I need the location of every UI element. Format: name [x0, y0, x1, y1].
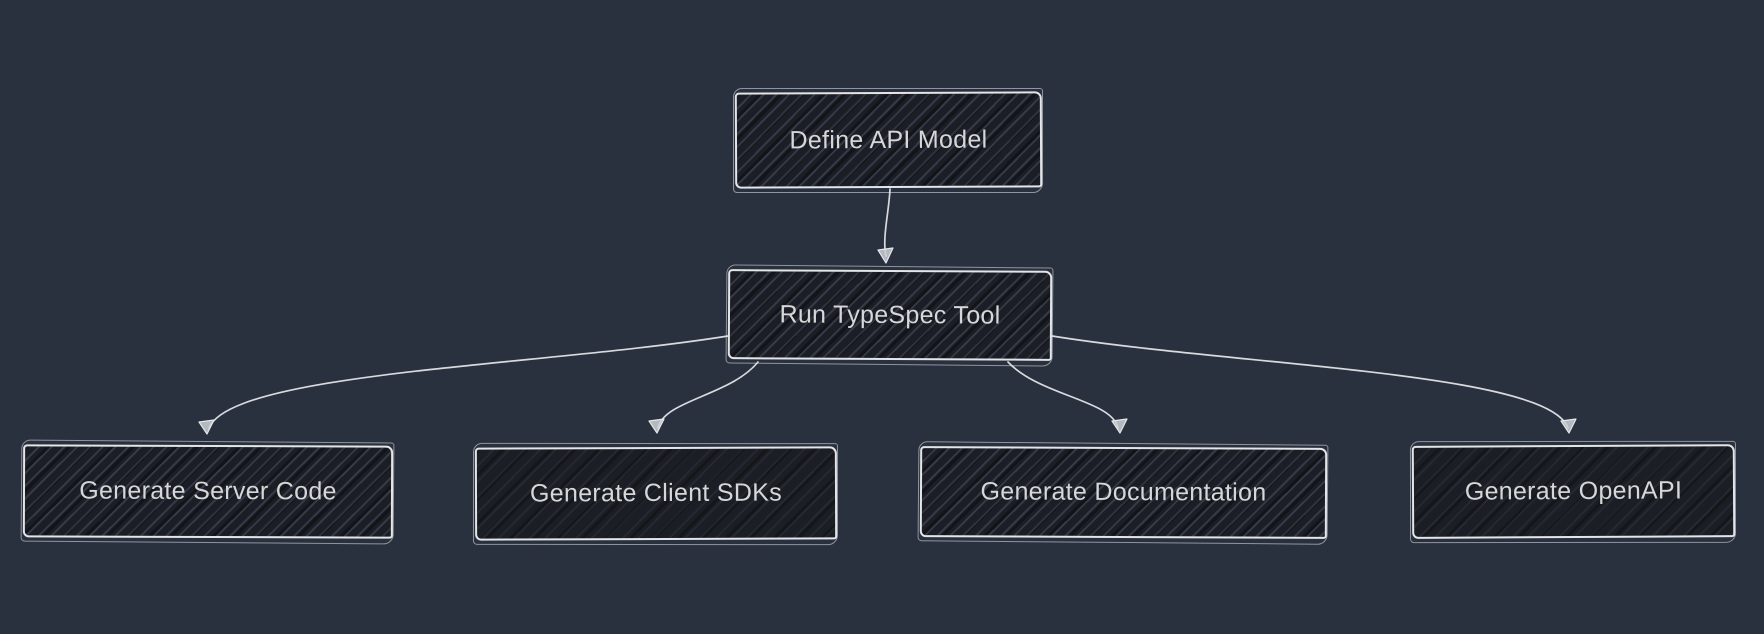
- node-generate-documentation: Generate Documentation: [919, 446, 1328, 539]
- arrowhead-icon: [198, 419, 215, 435]
- node-generate-client-sdks: Generate Client SDKs: [474, 446, 838, 541]
- edge-define-to-run: [883, 188, 891, 257]
- node-run-typespec-tool: Run TypeSpec Tool: [727, 269, 1053, 361]
- node-label: Generate Client SDKs: [529, 478, 783, 508]
- edge-run-to-client: [657, 361, 759, 429]
- node-label: Generate OpenAPI: [1464, 476, 1683, 506]
- node-label: Run TypeSpec Tool: [779, 299, 1001, 330]
- edge-run-to-docs: [1007, 361, 1119, 429]
- arrowhead-icon: [648, 418, 665, 434]
- node-label: Generate Documentation: [980, 477, 1267, 507]
- node-label: Generate Server Code: [79, 476, 337, 506]
- edge-run-to-server: [208, 335, 729, 429]
- arrowhead-icon: [1111, 418, 1128, 434]
- node-define-api-model: Define API Model: [734, 91, 1043, 189]
- node-label: Define API Model: [789, 125, 988, 154]
- node-generate-server-code: Generate Server Code: [22, 444, 394, 539]
- node-generate-openapi: Generate OpenAPI: [1411, 444, 1736, 539]
- arrowhead-icon: [1560, 418, 1577, 434]
- edge-run-to-openapi: [1051, 335, 1569, 429]
- arrowhead-icon: [877, 247, 894, 264]
